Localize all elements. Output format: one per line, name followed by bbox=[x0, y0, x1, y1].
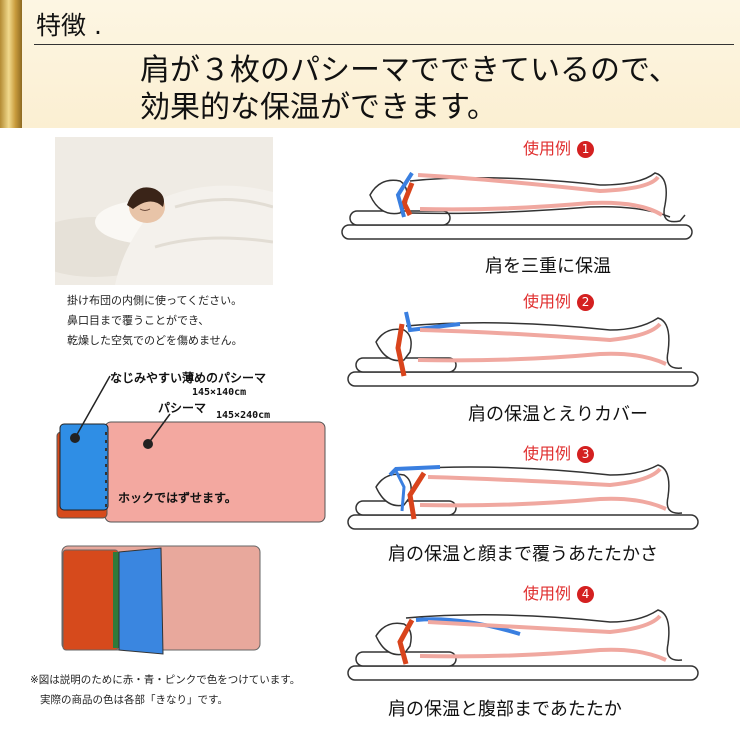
case-3-badge: 3 bbox=[577, 446, 595, 463]
unfolded-red-panel bbox=[62, 549, 119, 651]
headline-line-2: 効果的な保温ができます。 bbox=[140, 90, 497, 125]
unfolded-hook-strip bbox=[113, 552, 119, 648]
section-title: 特徴 . bbox=[36, 11, 102, 40]
pointer-line-main bbox=[147, 413, 171, 445]
size-main-pashima: 145×240cm bbox=[216, 410, 270, 421]
label-thin-pashima: なじみやすい薄めのパシーマ bbox=[110, 370, 266, 385]
color-note: ※図は説明のために赤・青・ピンクで色をつけています。 実際の商品の色は各部「きな… bbox=[30, 670, 300, 710]
case-4-description: 肩の保温と腹部まであたたか bbox=[388, 699, 622, 720]
photo-caption: 掛け布団の内側に使ってください。 鼻口目まで覆うことができ、 乾燥した空気でのど… bbox=[67, 291, 243, 351]
case-2-badge: 2 bbox=[577, 294, 595, 311]
headline-line-1: 肩が３枚のパシーマでできているので、 bbox=[140, 53, 679, 88]
case-3-illustration bbox=[340, 455, 706, 565]
case-4-illustration bbox=[340, 590, 706, 700]
pointer-line-thin bbox=[74, 375, 111, 439]
size-thin-pashima: 145×140cm bbox=[192, 387, 246, 398]
headline: 肩が３枚のパシーマでできているので、 効果的な保温ができます。 bbox=[140, 52, 679, 126]
blue-layer bbox=[59, 423, 109, 511]
label-main-pashima: パシーマ bbox=[158, 401, 206, 415]
case-1-badge: 1 bbox=[577, 141, 595, 158]
sleeping-woman-photo bbox=[55, 137, 273, 285]
case-2-description: 肩の保温とえりカバー bbox=[468, 404, 648, 425]
pashima-structure-diagram: なじみやすい薄めのパシーマ 145×140cm パシーマ 145×240cm ホ… bbox=[40, 362, 330, 532]
case-3-description: 肩の保温と顔まで覆うあたたかさ bbox=[388, 544, 658, 565]
unfolded-blue-panel bbox=[118, 547, 164, 655]
case-2-illustration bbox=[340, 300, 706, 410]
main-pashima-sheet bbox=[104, 421, 326, 523]
case-1-description: 肩を三重に保温 bbox=[485, 256, 611, 277]
caption-line-1: 掛け布団の内側に使ってください。 bbox=[67, 294, 243, 307]
case-4-badge: 4 bbox=[577, 586, 595, 603]
feature-header: 特徴 . 肩が３枚のパシーマでできているので、 効果的な保温ができます。 bbox=[0, 0, 740, 128]
title-divider bbox=[34, 44, 734, 45]
unfolded-pashima-diagram bbox=[55, 540, 270, 660]
photo-illustration bbox=[55, 137, 273, 285]
gold-accent-bar bbox=[0, 0, 22, 128]
caption-line-2: 鼻口目まで覆うことができ、 bbox=[67, 314, 210, 327]
caption-line-3: 乾燥した空気でのどを傷めません。 bbox=[67, 334, 243, 347]
label-hook: ホックではずせます。 bbox=[118, 490, 237, 505]
case-1-illustration bbox=[340, 155, 706, 265]
note-line-2: 実際の商品の色は各部「きなり」です。 bbox=[40, 694, 228, 706]
note-line-1: ※図は説明のために赤・青・ピンクで色をつけています。 bbox=[30, 674, 301, 686]
